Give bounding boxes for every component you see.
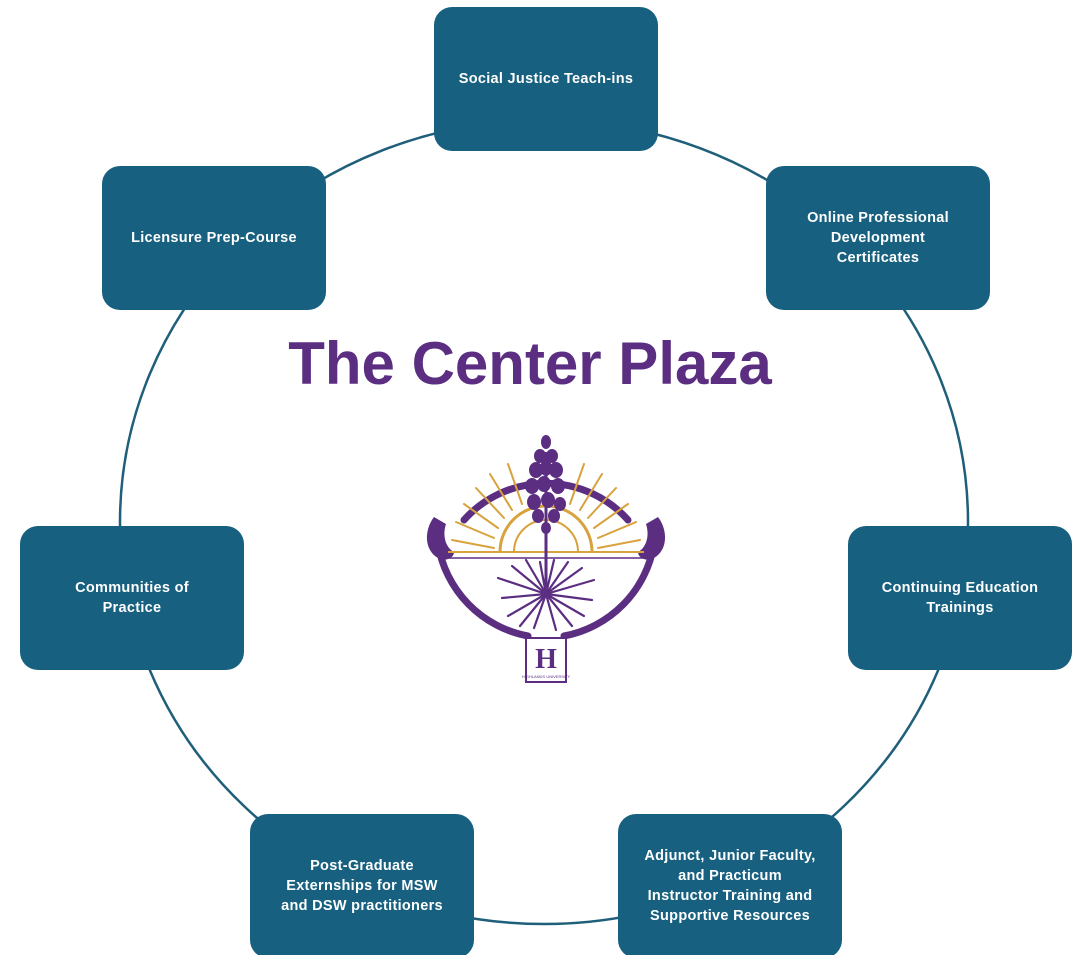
highlands-university-yucca-logo-icon: H HIGHLANDS UNIVERSITY (426, 435, 666, 683)
node-online-professional-development: Online Professional Development Certific… (766, 166, 990, 310)
node-communities-of-practice: Communities of Practice (20, 526, 244, 670)
diagram-title: The Center Plaza (288, 330, 772, 397)
node-post-graduate-externships: Post-Graduate Externships for MSW and DS… (250, 814, 474, 955)
node-label: Social Justice Teach-ins (458, 71, 634, 87)
node-social-justice-teach-ins: Social Justice Teach-ins (434, 7, 658, 151)
logo-caption: HIGHLANDS UNIVERSITY (522, 674, 571, 679)
node-licensure-prep-course: Licensure Prep-Course (102, 166, 326, 310)
logo-monogram: H (535, 644, 557, 675)
node-label: Post-Graduate Externships for MSW and DS… (281, 858, 443, 914)
node-label: Continuing Education Trainings (881, 580, 1039, 616)
node-continuing-education: Continuing Education Trainings (848, 526, 1072, 670)
node-label: Adjunct, Junior Faculty, and Practicum I… (644, 848, 816, 924)
node-label: Online Professional Development Certific… (807, 210, 949, 266)
node-label: Licensure Prep-Course (131, 230, 297, 246)
node-label: Communities of Practice (75, 580, 189, 616)
node-adjunct-faculty-training: Adjunct, Junior Faculty, and Practicum I… (618, 814, 842, 955)
